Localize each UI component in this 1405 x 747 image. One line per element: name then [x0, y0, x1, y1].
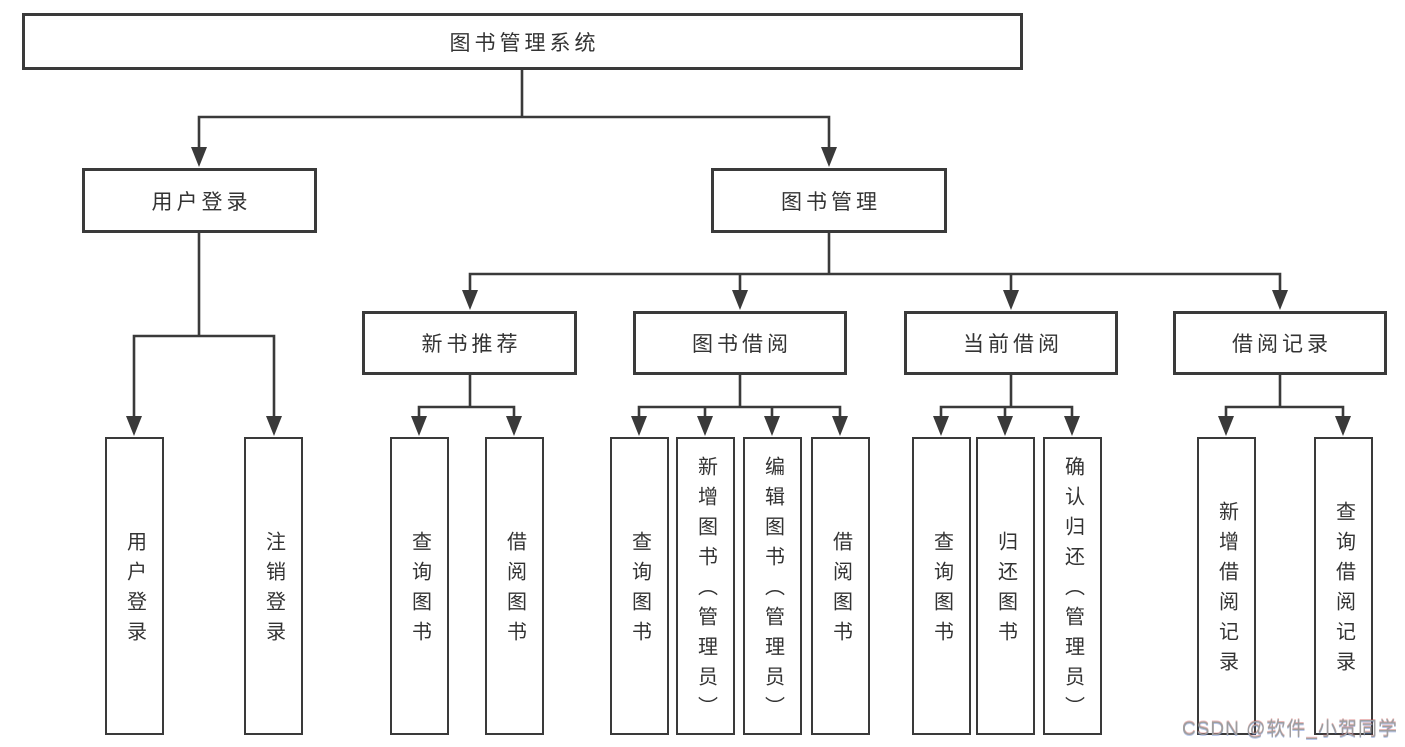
- leaf-add-borrow-record-label: 新增借阅记录: [1215, 501, 1238, 681]
- leaf-borrow-books-recommend-label: 借阅图书: [503, 531, 526, 651]
- leaf-query-books-borrow: 查询图书: [610, 437, 669, 735]
- arrowheads: [126, 147, 1351, 436]
- leaf-add-book-admin-label: 新增图书（管理员）: [694, 456, 717, 726]
- leaf-borrow-books-recommend: 借阅图书: [485, 437, 544, 735]
- node-current-borrow: 当前借阅: [904, 311, 1118, 375]
- node-borrow-records: 借阅记录: [1173, 311, 1387, 375]
- leaf-query-books-borrow-label: 查询图书: [628, 531, 651, 651]
- node-new-book-recommend: 新书推荐: [362, 311, 577, 375]
- leaf-logout: 注销登录: [244, 437, 303, 735]
- leaf-return-books: 归还图书: [976, 437, 1035, 735]
- node-book-borrow: 图书借阅: [633, 311, 847, 375]
- leaf-confirm-return-admin: 确认归还（管理员）: [1043, 437, 1102, 735]
- leaf-user-login: 用户登录: [105, 437, 164, 735]
- leaf-query-books-current-label: 查询图书: [930, 531, 953, 651]
- leaf-query-borrow-record-label: 查询借阅记录: [1332, 501, 1355, 681]
- leaf-borrow-books: 借阅图书: [811, 437, 870, 735]
- leaf-query-books-recommend-label: 查询图书: [408, 531, 431, 651]
- leaf-confirm-return-admin-label: 确认归还（管理员）: [1061, 456, 1084, 726]
- leaf-user-login-label: 用户登录: [123, 531, 146, 651]
- leaf-add-borrow-record: 新增借阅记录: [1197, 437, 1256, 735]
- leaf-borrow-books-label: 借阅图书: [829, 531, 852, 651]
- leaf-query-books-current: 查询图书: [912, 437, 971, 735]
- leaf-edit-book-admin-label: 编辑图书（管理员）: [761, 456, 784, 726]
- leaf-add-book-admin: 新增图书（管理员）: [676, 437, 735, 735]
- node-root-system: 图书管理系统: [22, 13, 1023, 70]
- leaf-logout-label: 注销登录: [262, 531, 285, 651]
- node-book-management: 图书管理: [711, 168, 947, 233]
- leaf-query-books-recommend: 查询图书: [390, 437, 449, 735]
- csdn-watermark: CSDN @软件_小贺同学: [1182, 719, 1398, 740]
- leaf-edit-book-admin: 编辑图书（管理员）: [743, 437, 802, 735]
- leaf-query-borrow-record: 查询借阅记录: [1314, 437, 1373, 735]
- leaf-return-books-label: 归还图书: [994, 531, 1017, 651]
- node-user-login: 用户登录: [82, 168, 317, 233]
